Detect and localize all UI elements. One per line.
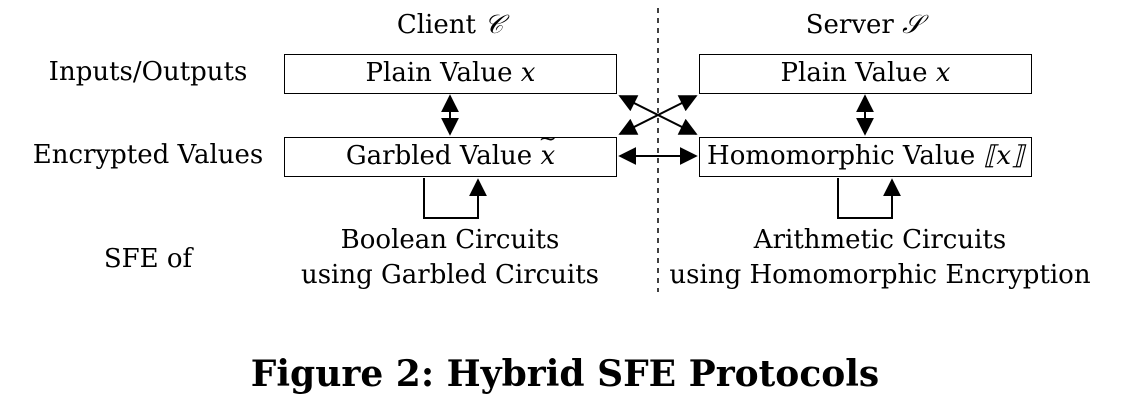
- client-header: Client 𝒞: [397, 10, 503, 40]
- row-label-inputs-outputs: Inputs/Outputs: [48, 57, 248, 87]
- row-label-sfe-of: SFE of: [103, 244, 193, 274]
- server-circuit-loop: [837, 178, 901, 219]
- client-garbled-value-label: Garbled Value: [345, 141, 541, 171]
- client-header-label: Client: [396, 10, 476, 40]
- server-plain-value-box: Plain Value x: [699, 54, 1032, 94]
- server-circuit-line1: Arithmetic Circuits: [753, 225, 1007, 255]
- server-homomorphic-value-box: Homomorphic Value ⟦x⟧: [699, 137, 1032, 177]
- client-circuit-line1: Boolean Circuits: [340, 225, 560, 255]
- server-header: Server 𝒮: [806, 10, 923, 40]
- client-garbled-var: x: [540, 138, 555, 174]
- client-plain-value-label: Plain Value: [365, 58, 521, 88]
- server-symbol: 𝒮: [902, 10, 923, 40]
- figure-caption: Figure 2: Hybrid SFE Protocols: [250, 353, 880, 395]
- server-circuit-line2: using Homomorphic Encryption: [669, 260, 1091, 290]
- client-circuit-loop: [423, 178, 487, 219]
- client-circuit-line2: using Garbled Circuits: [300, 260, 600, 290]
- row-label-encrypted-values: Encrypted Values: [32, 140, 264, 170]
- server-plain-var: x: [935, 58, 951, 88]
- client-garbled-value-box: Garbled Value x: [284, 137, 617, 177]
- server-plain-to-client-garbled-arrow: [618, 95, 698, 135]
- server-homomorphic-var: ⟦x⟧: [983, 141, 1024, 171]
- client-symbol: 𝒞: [484, 10, 504, 40]
- server-header-label: Server: [805, 10, 894, 40]
- client-plain-value-box: Plain Value x: [284, 54, 617, 94]
- server-plain-value-label: Plain Value: [780, 58, 936, 88]
- server-homomorphic-value-label: Homomorphic Value: [707, 141, 984, 171]
- client-plain-var: x: [520, 58, 536, 88]
